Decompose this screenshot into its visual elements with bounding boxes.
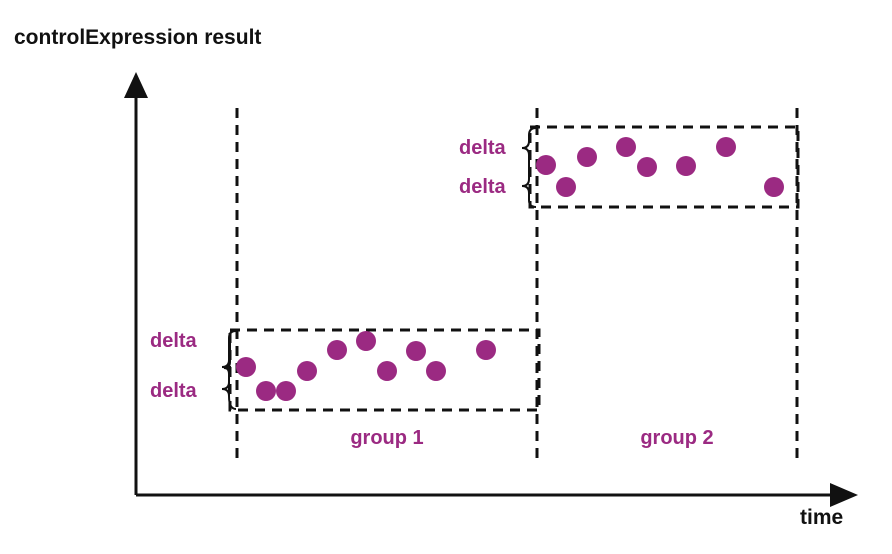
group-2-point [536,155,556,175]
group-1-point [476,340,496,360]
group-boundaries [235,108,799,460]
group-1-point [297,361,317,381]
group-2-point [676,156,696,176]
group-1-point [276,381,296,401]
group-1-label: group 1 [350,427,423,449]
group-1-lower-delta-label: delta [150,380,198,402]
group-1-upper-delta-label: delta [150,330,198,352]
axes [134,92,836,497]
group-1-point [356,331,376,351]
group-2-point [616,137,636,157]
group-1-point [426,361,446,381]
group-1-braces [221,329,237,410]
group-1-point [377,361,397,381]
group-2-lower-delta-label: delta [459,176,507,198]
group-2-lower-brace [521,166,537,208]
group-2-point [577,147,597,167]
group-1-point [256,381,276,401]
group-1-lower-brace-tip [221,381,230,397]
group-1-point [327,340,347,360]
group-1-point [236,357,256,377]
y-axis-title: controlExpression result [14,26,261,49]
x-axis-title: time [800,506,843,529]
group-1-points [236,331,496,401]
y-axis-arrowhead [124,72,148,98]
group-2-point [764,177,784,197]
group-2-points [536,137,784,197]
group-2-point [637,157,657,177]
group-2-point [716,137,736,157]
group-2-label: group 2 [640,427,713,449]
group-1-point [406,341,426,361]
group-2-braces [521,127,537,208]
group-2-point [556,177,576,197]
group-2-upper-brace [521,127,537,166]
group-1-upper-brace-main [221,330,237,375]
x-axis-arrowhead [830,483,858,507]
group-1-lower-brace [228,374,237,410]
group-2-upper-delta-label: delta [459,137,507,159]
